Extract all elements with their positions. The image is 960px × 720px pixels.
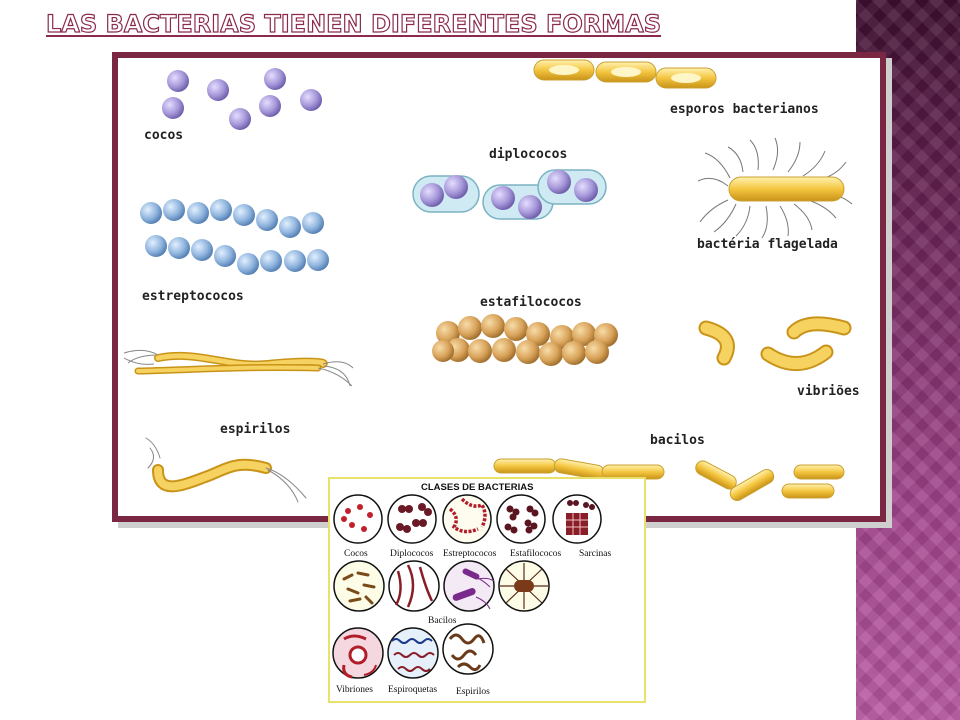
flagelada-body xyxy=(728,176,845,202)
inset-label-estafilococos: Estafilococos xyxy=(510,548,561,559)
cocos-illustration xyxy=(162,68,322,130)
inset-estafilococos xyxy=(496,494,546,544)
inset-label-vibriones: Vibriones xyxy=(336,685,373,695)
inset-espiroquetas xyxy=(387,627,439,679)
inset-bacilos-2 xyxy=(388,560,440,612)
label-cocos: cocos xyxy=(144,128,183,143)
espirilos-illustration xyxy=(123,349,354,387)
diplococos-illustration xyxy=(412,169,607,220)
inset-label-estreptococos: Estreptococos xyxy=(443,549,497,559)
inset-bacilos-3 xyxy=(443,560,495,612)
inset-label-espiroquetas: Espiroquetas xyxy=(388,685,437,695)
inset-espirilos xyxy=(442,623,494,675)
bacteria-shapes-illustration: cocos esporos bacterianos diplococos xyxy=(123,59,860,503)
clases-de-bacterias-inset: CLASES DE BACTERIAS xyxy=(328,477,646,703)
inset-cocos xyxy=(333,494,383,544)
esporos-illustration xyxy=(533,59,717,89)
bacteria-shapes-panel: cocos esporos bacterianos diplococos xyxy=(112,52,886,522)
estafilococos-illustration xyxy=(432,314,618,366)
label-diplococos: diplococos xyxy=(489,147,567,162)
bacilos-illustration xyxy=(493,458,845,501)
estreptococos-illustration xyxy=(140,199,329,275)
label-estafilococos: estafilococos xyxy=(480,295,582,310)
inset-estreptococos xyxy=(442,494,492,544)
label-esporos: esporos bacterianos xyxy=(670,102,819,117)
inset-bacilos-4 xyxy=(498,560,550,612)
inset-vibriones xyxy=(332,627,384,679)
flagelada-illustration xyxy=(697,137,853,239)
clases-de-bacterias-illustration: CLASES DE BACTERIAS xyxy=(332,482,611,697)
label-estreptococos: estreptococos xyxy=(142,289,244,304)
label-vibrioes: vibriões xyxy=(797,384,860,399)
vibrioes-illustration xyxy=(698,316,852,371)
inset-title: CLASES DE BACTERIAS xyxy=(421,482,533,493)
inset-bacilos-1 xyxy=(333,560,385,612)
label-espirilos: espirilos xyxy=(220,422,290,437)
inset-sarcinas xyxy=(552,494,602,544)
inset-label-espirilos: Espirilos xyxy=(456,687,490,697)
label-flagelada: bactéria flagelada xyxy=(697,237,838,252)
inset-label-bacilos: Bacilos xyxy=(428,616,457,626)
label-bacilos: bacilos xyxy=(650,433,705,448)
inset-label-diplococos: Diplococos xyxy=(390,549,434,559)
inset-label-sarcinas: Sarcinas xyxy=(579,549,611,559)
inset-diplococos xyxy=(387,494,437,544)
slide-title: LAS BACTERIAS TIENEN DIFERENTES FORMAS xyxy=(45,9,662,38)
espirilos-illustration-2 xyxy=(145,437,307,503)
inset-label-cocos: Cocos xyxy=(344,549,368,559)
